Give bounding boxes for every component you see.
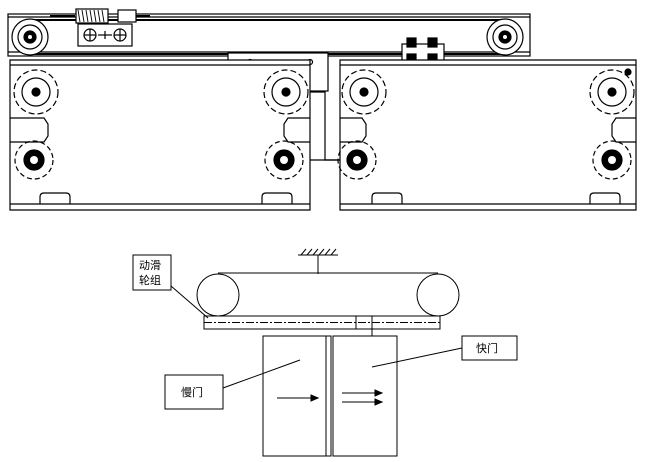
plate-linkage — [310, 91, 340, 161]
fast-door-callout — [371, 335, 518, 368]
fast-door-label: 快门 — [476, 341, 498, 355]
right-hanger-plate — [337, 59, 637, 211]
schematic-pulley-left — [196, 273, 240, 317]
right-plate-roller-1 — [341, 69, 387, 115]
left-plate-eccentric-2 — [264, 140, 304, 180]
fast-door-arrows — [342, 389, 384, 406]
right-plate-eccentric-1 — [337, 140, 377, 180]
rail-pulley-left — [11, 18, 49, 56]
slow-door-label: 慢门 — [181, 385, 203, 399]
rope-clamp — [401, 37, 445, 64]
left-plate-eccentric-1 — [14, 140, 54, 180]
rail-pulley-right — [486, 18, 524, 56]
ceiling-anchor — [298, 248, 338, 274]
slow-door-arrow — [277, 394, 320, 402]
movable-pulley-rail — [203, 315, 441, 336]
tension-spring — [50, 8, 150, 24]
schematic-pulley-right — [416, 273, 460, 317]
fast-door-panel — [332, 335, 398, 457]
pulley-group-label-line1: 动滑 — [139, 259, 161, 272]
pulley-group-label-line2: 轮组 — [139, 273, 161, 287]
right-plate-roller-2 — [589, 69, 635, 115]
door-schematic — [132, 248, 518, 457]
rope-adjuster-block — [77, 23, 133, 47]
slow-door-callout — [164, 359, 301, 410]
right-plate-eccentric-2 — [592, 140, 632, 180]
left-hanger-plate — [9, 59, 311, 211]
pulley-belt — [196, 272, 460, 317]
left-plate-roller-1 — [13, 69, 59, 115]
door-hanger-assembly-drawing — [7, 8, 637, 211]
pulley-group-callout — [132, 254, 209, 319]
slow-door-panel — [262, 335, 332, 457]
left-plate-roller-2 — [263, 69, 309, 115]
